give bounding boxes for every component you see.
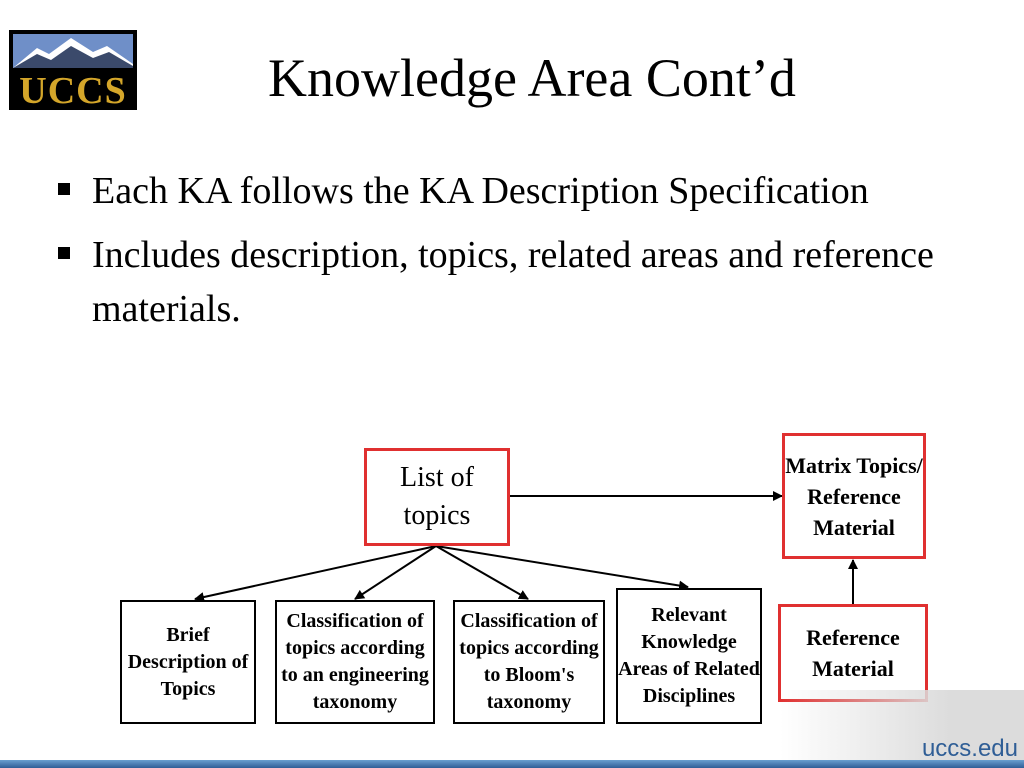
arrow-to-bloom — [435, 545, 529, 600]
matrix-label: Matrix Topics/ Reference Material — [785, 452, 923, 540]
slide-title: Knowledge Area Cont’d — [268, 48, 796, 108]
matrix-box: Matrix Topics/ Reference Material — [782, 433, 926, 559]
bullet-marker — [58, 247, 70, 259]
bullet-list: Each KA follows the KA Description Speci… — [58, 164, 958, 346]
bullet-marker — [58, 183, 70, 195]
mountain-icon — [13, 34, 133, 68]
brief-description-label: Brief Description of Topics — [127, 623, 249, 700]
footer-decoration — [780, 690, 1024, 760]
logo-text: UCCS — [19, 70, 127, 112]
arrow-to-engineering — [354, 545, 437, 600]
relevant-areas-label: Relevant Knowledge Areas of Related Disc… — [618, 604, 760, 707]
footer-bar — [0, 760, 1024, 768]
reference-material-label: Reference Material — [806, 625, 900, 681]
uccs-logo: UCCS — [9, 30, 137, 110]
relevant-areas-box: Relevant Knowledge Areas of Related Disc… — [616, 588, 762, 724]
classification-bloom-box: Classification of topics according to Bl… — [453, 600, 605, 724]
arrow-to-relevant — [435, 545, 689, 591]
bullet-item: Each KA follows the KA Description Speci… — [58, 164, 958, 218]
brief-description-box: Brief Description of Topics — [120, 600, 256, 724]
bullet-item: Includes description, topics, related ar… — [58, 228, 958, 336]
list-of-topics-label: List of topics — [400, 462, 474, 531]
bullet-text: Includes description, topics, related ar… — [92, 234, 934, 330]
reference-material-box: Reference Material — [778, 604, 928, 702]
classification-engineering-label: Classification of topics according to an… — [281, 610, 429, 713]
footer-link[interactable]: uccs.edu — [921, 735, 1018, 762]
classification-engineering-box: Classification of topics according to an… — [275, 600, 435, 724]
list-of-topics-box: List of topics — [364, 448, 510, 546]
arrow-to-brief — [194, 545, 437, 602]
bullet-text: Each KA follows the KA Description Speci… — [92, 170, 869, 212]
classification-bloom-label: Classification of topics according to Bl… — [459, 610, 599, 713]
